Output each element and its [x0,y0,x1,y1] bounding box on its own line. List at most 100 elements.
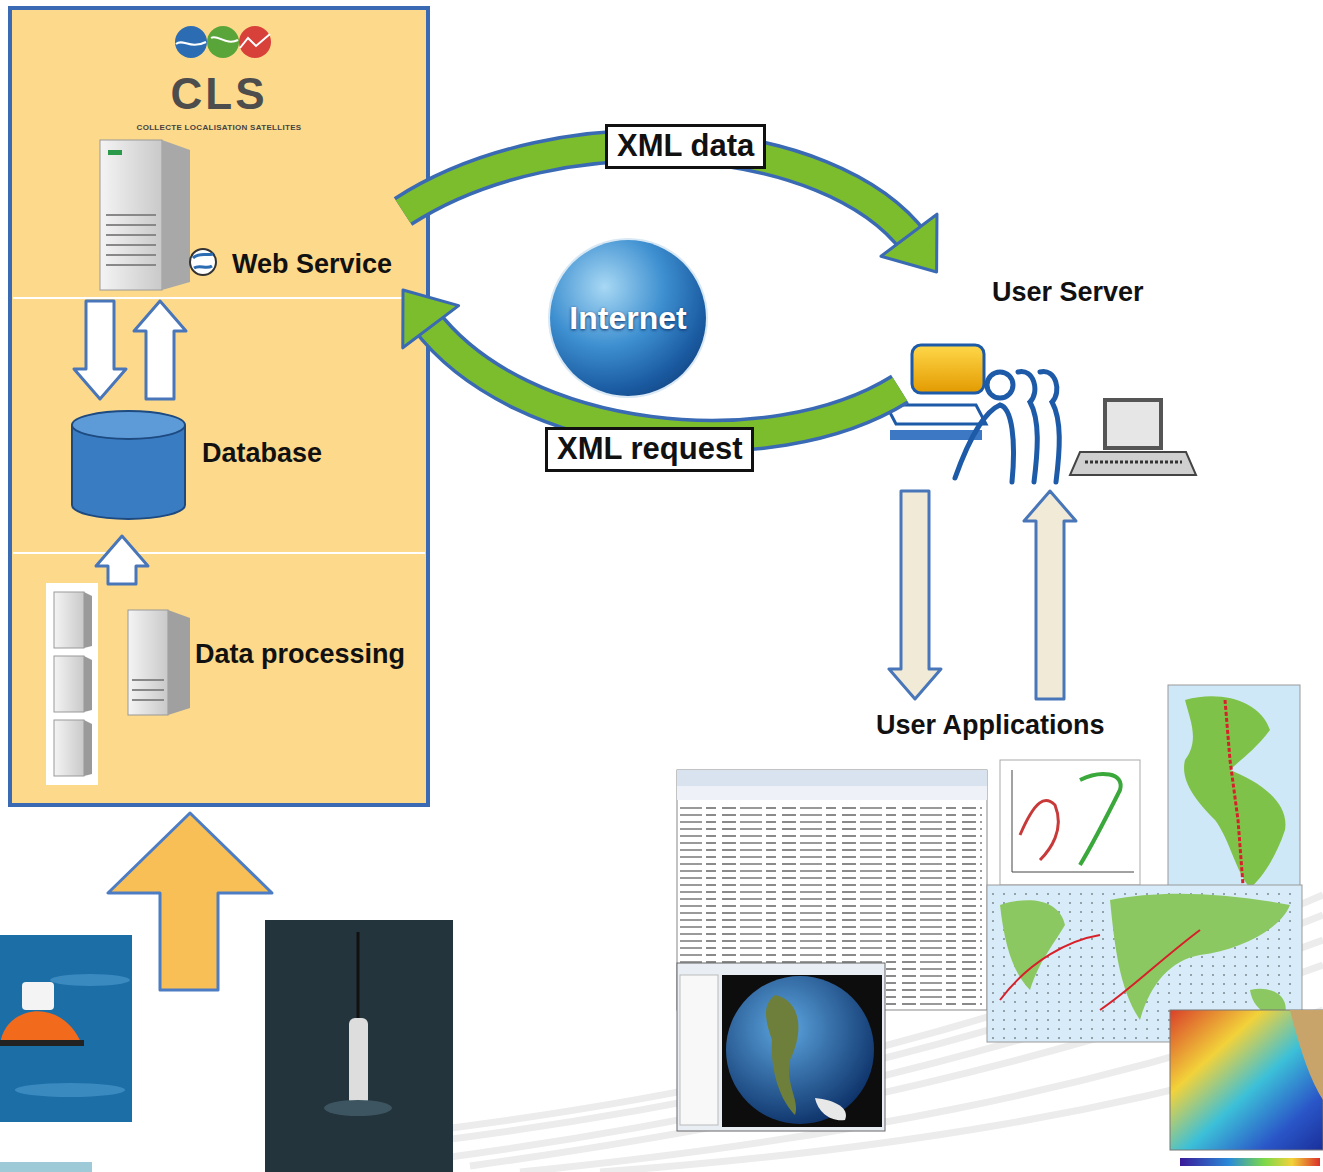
illustration-part [175,26,207,58]
illustration-part [0,935,132,1122]
illustration-part [890,430,982,440]
database-cylinder [72,411,185,519]
illustration-part [211,37,238,42]
illustration-part [1225,700,1243,885]
illustration-part [106,254,156,256]
node-label: Database [202,437,322,469]
server-box: User Server [900,272,1205,485]
node-label: User Server [992,276,1144,308]
illustration-part [168,610,190,715]
block-arrow [74,301,126,399]
illustration-part [987,372,1013,398]
illustration-part [1020,800,1058,860]
node-label: Internet [569,299,686,337]
user-server-icon [886,345,1196,482]
illustration-part [1000,900,1065,990]
illustration-part [106,214,156,216]
illustration-part [0,1011,82,1045]
block-arrow [1024,491,1076,699]
illustration-part [54,592,84,648]
earth-screenshot [677,963,885,1131]
illustration-part [1100,930,1200,1010]
illustration-part [54,720,84,776]
buoy-photo [0,935,132,1122]
illustration-part [84,720,92,776]
node-subtitle: COLLECTE LOCALISATION SATELLITES [137,123,302,133]
float-photo [265,920,453,1172]
hollow-arrow [889,491,941,699]
web-server-icon [100,140,216,290]
illustration-part [72,411,185,439]
block-arrow [96,536,148,584]
illustration-part [1012,770,1013,872]
hollow-arrow [96,536,148,584]
illustration-part [128,610,168,715]
illustration-part [349,1018,368,1106]
illustration-part [162,140,190,290]
illustration-part [13,297,425,299]
edge-label-holder: XML data [605,124,766,169]
network-globe: Internet [550,240,706,396]
illustration-part [1105,400,1161,448]
edge-label: XML request [545,427,754,472]
illustration-part [1040,372,1059,482]
illustration-part [106,264,156,266]
section-box: Database [60,405,333,530]
illustration-part [815,1098,846,1120]
illustration-part [240,34,270,48]
illustration-part [106,244,156,246]
illustration-part [22,982,54,1010]
illustration-part [955,405,1014,482]
illustration-part [1080,774,1121,865]
illustration-part [239,26,271,58]
illustration-part [106,234,156,236]
section-box: Web Service [60,128,403,295]
processing-servers [46,583,190,785]
illustration-part [132,699,164,701]
edge-label-holder: XML request [545,427,754,472]
hollow-arrow [134,301,186,399]
wind-map-screenshot [1170,1010,1323,1166]
chart-screenshot [1000,760,1140,885]
photo-strip [0,1162,92,1172]
illustration-part [190,249,216,275]
illustration-part [1070,452,1196,475]
illustration-part [680,975,718,1125]
illustration-part [677,770,987,786]
system-panel: CLS COLLECTE LOCALISATION SATELLITES Web S… [10,8,428,805]
illustration-part [912,345,984,393]
illustration-part [1180,1158,1320,1166]
node-label: Data processing [195,638,405,670]
illustration-part [1184,696,1285,888]
illustration-part [108,150,122,155]
illustration-part [84,592,92,648]
illustration-part [1290,1010,1323,1100]
illustration-part [726,976,874,1124]
arrow-head [881,214,937,272]
illustration-part [677,786,987,800]
illustration-part [722,975,882,1127]
node-label: Web Service [232,248,392,280]
section-box: Data processing [45,590,420,790]
data-input-arrow [108,813,272,990]
illustration-part [357,932,360,1020]
illustration-part [520,1010,1323,1172]
node-label: CLS [171,68,268,121]
illustration-part [677,963,885,1131]
illustration-part [46,583,98,785]
illustration-part [265,920,453,1172]
illustration-part [193,254,213,268]
illustration-part [1012,872,1134,873]
hollow-arrow [1024,491,1076,699]
illustration-part [10,8,428,805]
illustration-part [54,656,84,712]
illustration-part [100,140,162,290]
illustration-part [1000,935,1100,1000]
illustration-part [132,679,164,681]
application-box: User Applications [870,705,1115,750]
illustration-part [84,656,92,712]
africa-map-screenshot [1168,685,1300,890]
